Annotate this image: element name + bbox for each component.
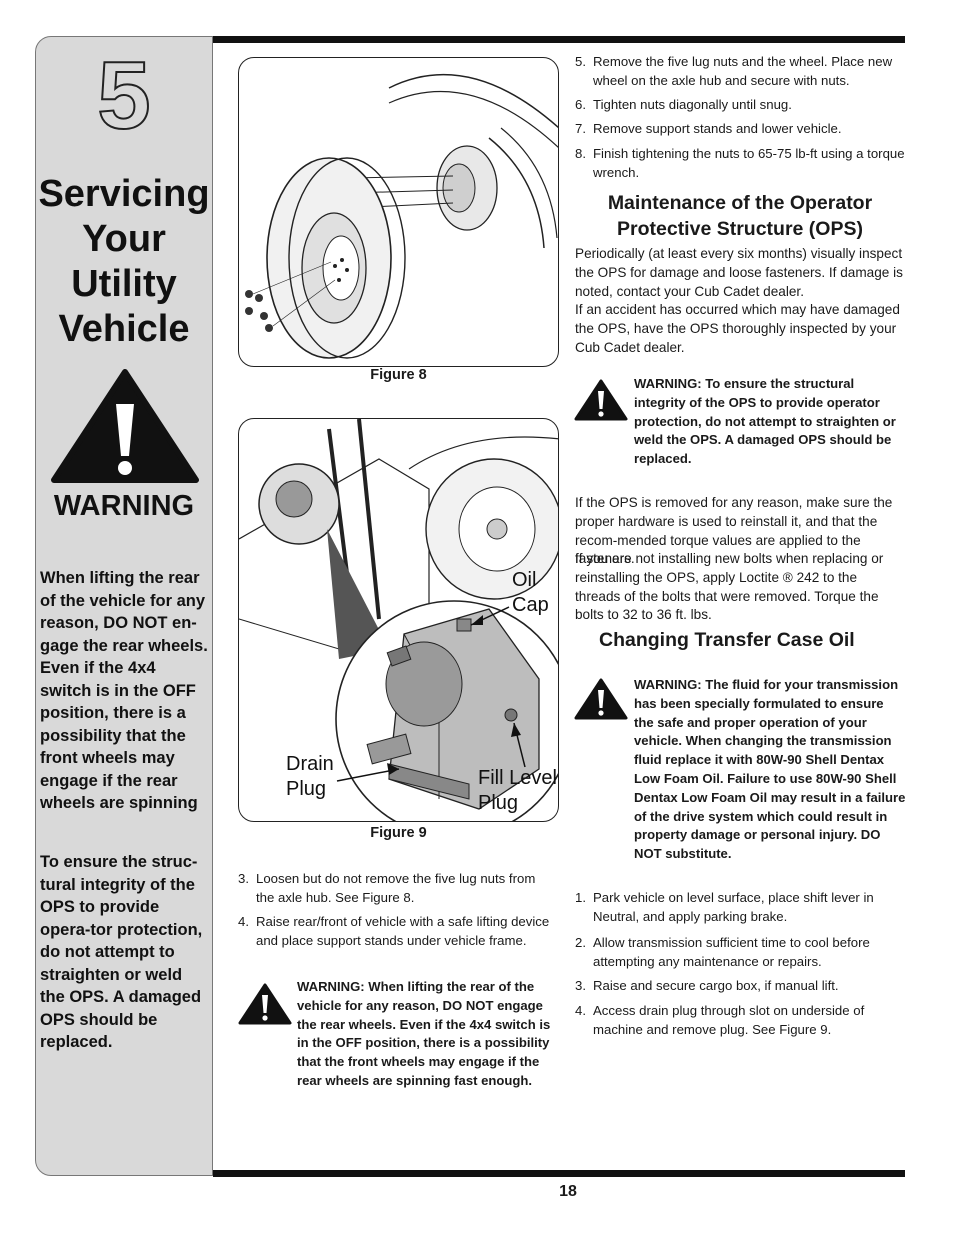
list-item: 7. Remove support stands and lower vehic… [575, 119, 905, 138]
figure-8 [238, 57, 559, 367]
step-number: 7. [575, 121, 586, 136]
figure-9-caption: Figure 9 [370, 825, 427, 841]
sidebar-warning-title: WARNING [53, 490, 195, 522]
figure-8-caption: Figure 8 [370, 367, 427, 383]
transmission-fluid-warning-text: WARNING: The fluid for your transmission… [634, 677, 906, 862]
chapter-title-line: Servicing [38, 173, 210, 215]
ops-paragraph: If the OPS is removed for any reason, ma… [575, 495, 893, 567]
drain-plug-label: Plug [286, 778, 327, 800]
step-number: 6. [575, 97, 586, 112]
step-text: Loosen but do not remove the five lug nu… [256, 871, 536, 905]
list-item: 4. Raise rear/front of vehicle with a sa… [238, 912, 554, 950]
drain-plug-callout: Drain Plug [286, 752, 334, 802]
top-rule [213, 36, 905, 43]
step-text: Access drain plug through slot on unders… [593, 1003, 865, 1037]
lifting-warning-text: WARNING: When lifting the rear of the ve… [297, 979, 551, 1088]
list-item: 1. Park vehicle on level surface, place … [575, 888, 905, 926]
step-number: 5. [575, 54, 586, 69]
list-item: 4. Access drain plug through slot on und… [575, 1001, 905, 1039]
warning-triangle-icon [574, 379, 628, 421]
ops-warning-text: WARNING: To ensure the structural integr… [634, 376, 896, 467]
step-text: Park vehicle on level surface, place shi… [593, 890, 874, 924]
fill-level-plug-label: Plug [478, 792, 519, 814]
ops-paragraph: If an accident has occurred which may ha… [575, 302, 900, 355]
oil-cap-callout: Oil Cap [512, 568, 549, 618]
step-number: 3. [575, 978, 586, 993]
step-text: Finish tightening the nuts to 65-75 lb-f… [593, 146, 905, 180]
chapter-number: 5 [96, 42, 151, 149]
oil-cap-label: Cap [512, 594, 549, 616]
step-text: Remove the five lug nuts and the wheel. … [593, 54, 893, 88]
warning-triangle-icon [574, 678, 628, 720]
step-text: Raise rear/front of vehicle with a safe … [256, 914, 550, 948]
transfer-case-illustration [239, 419, 558, 821]
list-item: 3. Loosen but do not remove the five lug… [238, 869, 554, 907]
wheel-hub-illustration [245, 73, 558, 359]
step-number: 4. [238, 914, 249, 929]
step-number: 8. [575, 146, 586, 161]
fill-level-plug-label: Fill Level [478, 767, 557, 789]
list-item: 6. Tighten nuts diagonally until snug. [575, 95, 905, 114]
warning-triangle-icon [51, 369, 199, 483]
fill-level-plug-callout: Fill Level Plug [478, 766, 557, 816]
figure-9 [238, 418, 559, 822]
chapter-title-line: Vehicle [58, 308, 190, 350]
ops-paragraph: If you are not installing new bolts when… [575, 551, 884, 623]
step-number: 2. [575, 935, 586, 950]
chapter-title-line: Utility [71, 263, 177, 305]
list-item: 8. Finish tightening the nuts to 65-75 l… [575, 144, 905, 182]
chapter-title: Servicing Your Utility Vehicle [35, 172, 213, 352]
transfer-case-heading: Changing Transfer Case Oil [599, 629, 855, 651]
step-number: 4. [575, 1003, 586, 1018]
sidebar-warning-text: When lifting the rear of the vehicle for… [40, 569, 208, 812]
step-number: 1. [575, 890, 586, 905]
oil-cap-label: Oil [512, 569, 537, 591]
ops-heading: Maintenance of the Operator Protective S… [607, 192, 873, 240]
warning-triangle-icon [238, 983, 292, 1025]
step-text: Tighten nuts diagonally until snug. [593, 97, 792, 112]
step-number: 3. [238, 871, 249, 886]
step-text: Remove support stands and lower vehicle. [593, 121, 842, 136]
step-text: Raise and secure cargo box, if manual li… [593, 978, 839, 993]
list-item: 2. Allow transmission sufficient time to… [575, 933, 905, 971]
step-text: Allow transmission sufficient time to co… [593, 935, 870, 969]
list-item: 5. Remove the five lug nuts and the whee… [575, 52, 905, 90]
list-item: 3. Raise and secure cargo box, if manual… [575, 976, 905, 995]
chapter-sidebar [35, 36, 213, 1176]
page-number: 18 [559, 1183, 577, 1200]
drain-plug-label: Drain [286, 753, 334, 775]
ops-paragraph: Periodically (at least every six months)… [575, 246, 903, 299]
sidebar-ops-warning-text: To ensure the struc-tural integrity of t… [40, 853, 203, 1051]
bottom-rule [213, 1170, 905, 1177]
chapter-title-line: Your [82, 218, 166, 260]
